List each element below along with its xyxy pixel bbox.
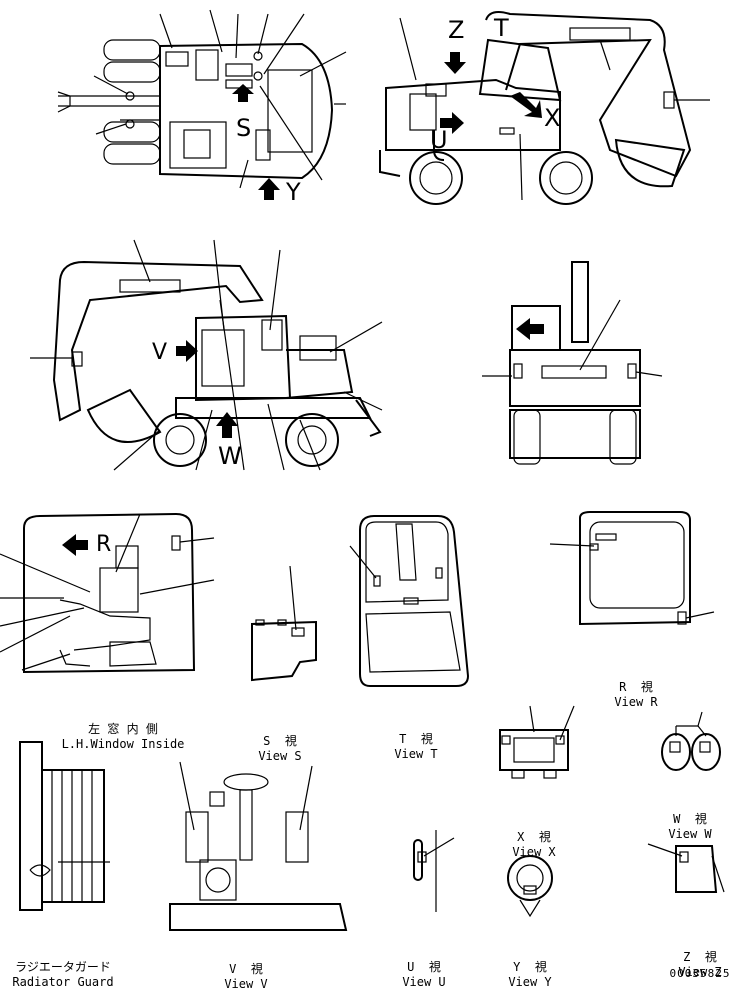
part-number: 00035825 — [669, 967, 731, 980]
arrow-up-icon — [258, 178, 280, 200]
view-u-drawing — [413, 830, 455, 912]
arrow-up-icon — [216, 412, 238, 438]
marker-r: R — [96, 532, 112, 557]
view-y-drawing — [507, 855, 553, 918]
marker-z: Z — [448, 16, 465, 44]
view-v-drawing — [169, 761, 348, 931]
arrow-left-icon — [516, 318, 544, 340]
marker-s: S — [236, 114, 252, 142]
marker-w: W — [218, 442, 242, 470]
view-z-drawing — [647, 843, 725, 893]
arrow-right-icon — [440, 112, 464, 134]
rear-view — [482, 261, 663, 465]
marker-v: V — [152, 340, 168, 365]
arrow-right-icon — [176, 340, 198, 362]
decal-diagram — [0, 9, 725, 931]
arrow-down-icon — [444, 52, 466, 74]
arrow-diagonal-icon — [510, 92, 542, 118]
plan-view — [57, 9, 347, 200]
radiator-guard-drawing — [19, 741, 110, 911]
marker-x: X — [544, 104, 561, 132]
arrow-left-icon — [62, 534, 88, 556]
lh-window-inside-view — [0, 512, 215, 674]
side-view-right — [379, 11, 710, 205]
view-r-drawing — [549, 511, 715, 626]
side-view-left — [30, 239, 383, 471]
marker-u: U — [430, 126, 448, 154]
marker-t: T — [494, 14, 509, 42]
view-x-drawing — [499, 705, 575, 779]
view-t-drawing — [349, 515, 470, 687]
marker-y: Y — [286, 178, 301, 206]
arrow-up-icon — [232, 84, 254, 102]
view-w-drawing — [661, 711, 721, 771]
view-s-drawing — [251, 565, 317, 682]
